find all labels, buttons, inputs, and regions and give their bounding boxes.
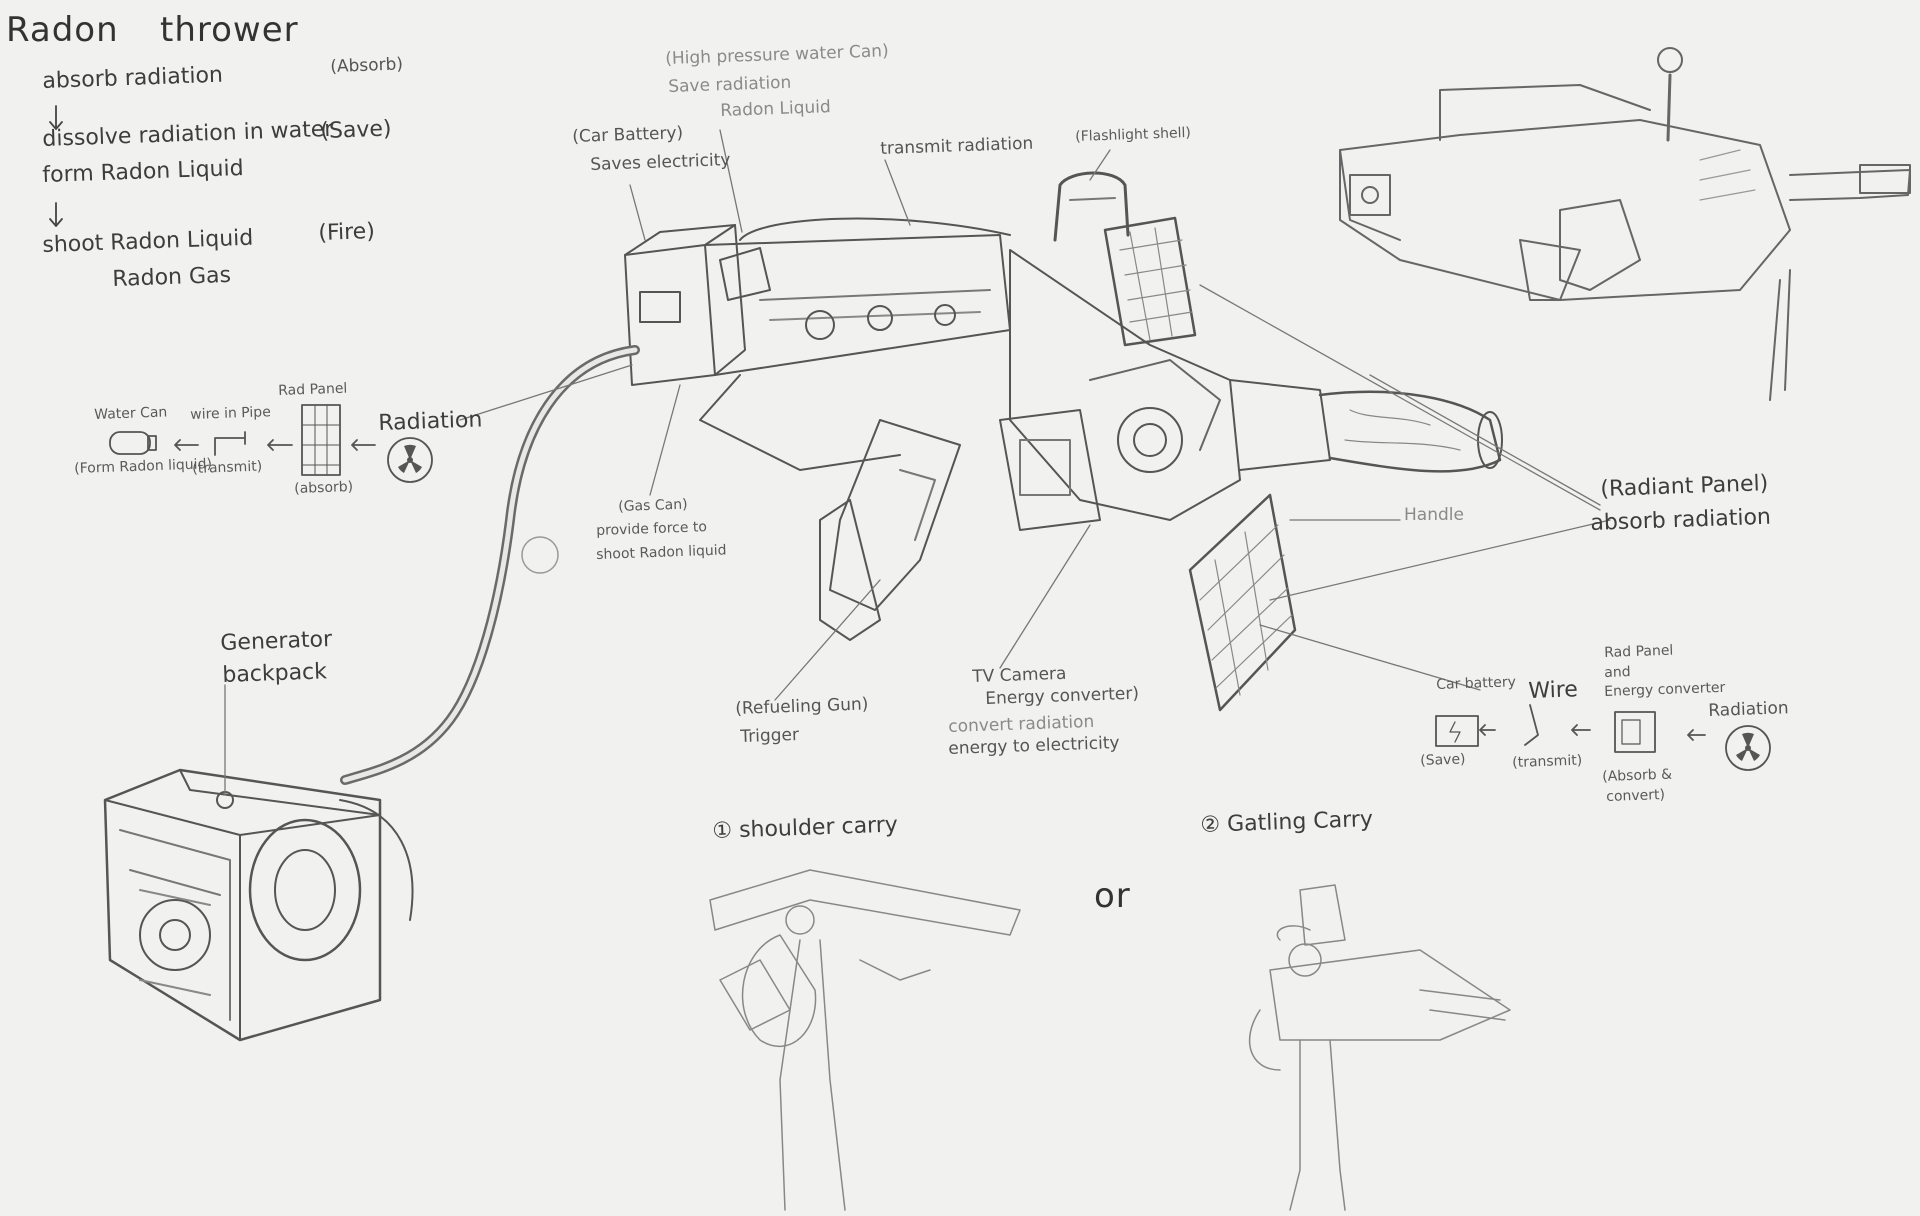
right-flow-icons bbox=[1435, 704, 1706, 753]
process-fire-tag: (Fire) bbox=[317, 219, 376, 246]
water-can-icon bbox=[109, 431, 151, 455]
flow-left-rad-panel: Rad Panel bbox=[277, 380, 348, 399]
flow-right-transmit: (transmit) bbox=[1511, 752, 1583, 771]
flow-right-convert: convert) bbox=[1605, 786, 1666, 805]
flow-right-radiation: Radiation bbox=[1707, 698, 1789, 721]
battery-icon bbox=[1435, 715, 1479, 747]
callout-lines bbox=[224, 129, 1611, 796]
title-thrower: thrower bbox=[160, 10, 299, 50]
flow-right-save: (Save) bbox=[1419, 751, 1466, 769]
flow-left-wire-in-pipe: wire in Pipe bbox=[189, 404, 272, 423]
label-backpack: backpack bbox=[221, 659, 328, 688]
pipe-icon bbox=[214, 431, 246, 456]
alternate-view-sketch bbox=[1339, 47, 1911, 401]
converter-icon bbox=[1614, 711, 1656, 753]
label-trigger: Trigger bbox=[739, 724, 800, 747]
generator-backpack-sketch bbox=[103, 768, 414, 1042]
flow-left-transmit: (transmit) bbox=[191, 458, 263, 477]
flow-right-and: and bbox=[1603, 664, 1631, 681]
process-arrows bbox=[49, 105, 63, 227]
process-gas: Radon Gas bbox=[111, 262, 232, 292]
flow-right-absorb: (Absorb & bbox=[1601, 766, 1673, 785]
title-radon: Radon bbox=[6, 10, 119, 50]
radiation-icon bbox=[1725, 725, 1771, 771]
flow-right-wire: Wire bbox=[1527, 677, 1579, 704]
flow-right-car-battery: Car battery bbox=[1435, 674, 1517, 693]
label-save-radiation: Save radiation bbox=[667, 72, 792, 97]
wire-icon bbox=[1524, 704, 1539, 746]
carry-or: or bbox=[1094, 876, 1131, 916]
label-tv-camera: TV Camera bbox=[971, 663, 1067, 687]
rad-panel-icon bbox=[301, 404, 341, 476]
flow-left-radiation: Radiation bbox=[377, 407, 483, 436]
label-generator: Generator bbox=[219, 627, 333, 656]
flow-left-absorb: (absorb) bbox=[293, 478, 354, 497]
process-absorb-tag: (Absorb) bbox=[329, 54, 404, 77]
left-flow-icons bbox=[109, 404, 376, 476]
gatling-carry-figure bbox=[1249, 884, 1511, 1211]
label-radon-liquid: Radon Liquid bbox=[719, 97, 832, 121]
flow-left-water-can: Water Can bbox=[93, 404, 168, 423]
shoulder-carry-figure bbox=[709, 869, 1021, 1211]
label-handle: Handle bbox=[1404, 505, 1464, 525]
process-save-tag: (Save) bbox=[319, 116, 392, 144]
label-car-battery: (Car Battery) bbox=[571, 123, 684, 147]
label-gas-can: (Gas Can) bbox=[617, 496, 688, 515]
radon-thrower-main-sketch bbox=[624, 171, 1503, 712]
radiation-icon bbox=[387, 437, 433, 483]
flow-right-rad-panel: Rad Panel bbox=[1603, 642, 1674, 661]
